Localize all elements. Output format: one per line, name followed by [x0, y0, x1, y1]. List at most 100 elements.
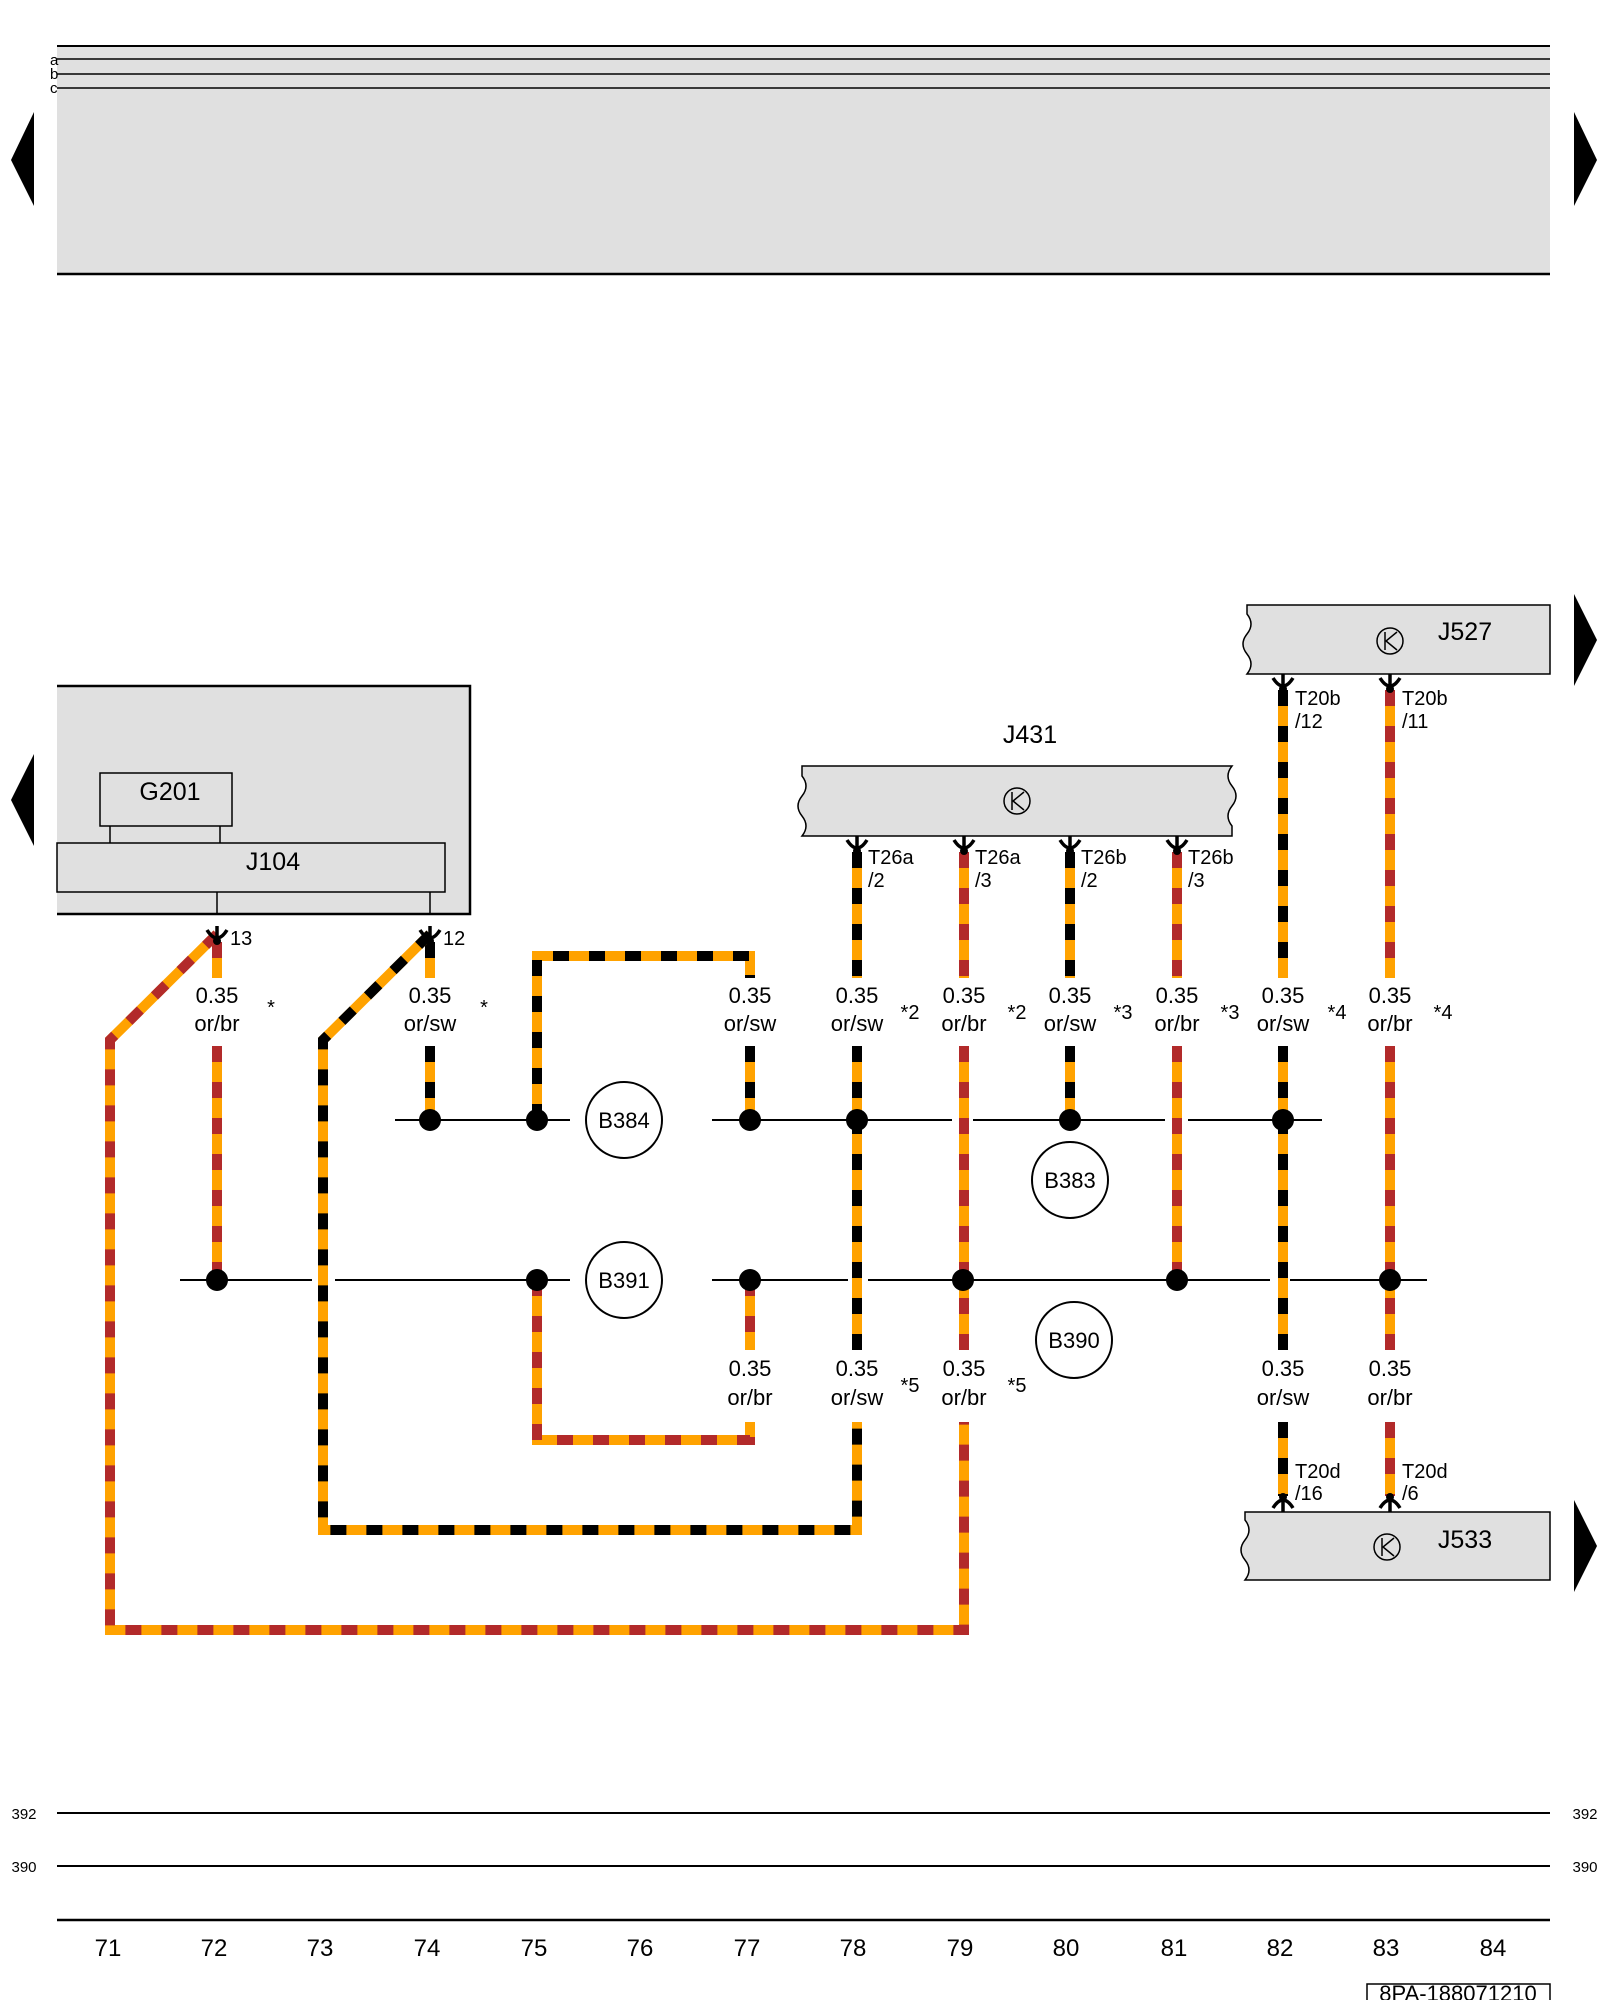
component-next-arrow-icon[interactable]	[1574, 1500, 1597, 1592]
connector-t26a-2	[845, 834, 869, 857]
footnote-marker: *	[480, 997, 488, 1019]
connector-label: T26b	[1081, 847, 1127, 869]
wire-size-label: 0.35	[943, 1356, 986, 1381]
wire-size-label: 0.35	[836, 1356, 879, 1381]
connector-t26b-3	[1165, 834, 1189, 857]
wire-color-label: or/br	[727, 1385, 772, 1410]
connector-t26a-3	[952, 834, 976, 857]
wire-size-label: 0.35	[943, 983, 986, 1008]
grid-number: 75	[521, 1935, 548, 1962]
wire-size-label: 0.35	[729, 1356, 772, 1381]
component-j104-housing[interactable]: G201 J104	[56, 684, 472, 916]
wire-color-label: or/sw	[724, 1011, 777, 1036]
component-j533-label: J533	[1438, 1526, 1492, 1554]
footnote-marker: *2	[1008, 1002, 1027, 1024]
component-prev-arrow-icon[interactable]	[11, 754, 34, 846]
connector-label: T20d	[1402, 1461, 1448, 1483]
junction-dot	[846, 1109, 868, 1131]
ground-reference-lines: 392 390 392 390	[11, 1806, 1597, 1876]
wire-size-label: 0.35	[196, 983, 239, 1008]
junction-dot	[1379, 1269, 1401, 1291]
wire-color-label: or/sw	[1257, 1011, 1310, 1036]
junction-dot	[206, 1269, 228, 1291]
footnote-marker: *3	[1114, 1002, 1133, 1024]
pin-label: 12	[443, 928, 465, 950]
wire-color-label: or/br	[941, 1011, 986, 1036]
pin-label: /3	[1188, 870, 1205, 892]
wire-color-label: or/br	[1367, 1011, 1412, 1036]
connector-t26b-2	[1058, 834, 1082, 857]
connector-t20d-16	[1271, 1491, 1295, 1514]
wire-color-label: or/br	[1154, 1011, 1199, 1036]
grid-ruler: 71 72 73 74 75 76 77 78 79 80 81 82 83 8…	[57, 1918, 1550, 1962]
ground-ref-label: 392	[11, 1806, 36, 1823]
component-next-arrow-icon[interactable]	[1574, 594, 1597, 686]
wire-labels-lower: 0.35 or/br 0.35 or/sw *5 0.35 or/br *5 0…	[727, 1356, 1412, 1410]
grid-number: 71	[95, 1935, 122, 1962]
connector-label: T20b	[1402, 688, 1448, 710]
pin-label: /3	[975, 870, 992, 892]
junction-dot	[526, 1269, 548, 1291]
wire-labels-upper: 0.35 or/br * 0.35 or/sw * 0.35 or/sw 0.3…	[194, 983, 1452, 1036]
component-j431-housing[interactable]: J431	[797, 721, 1237, 837]
grid-number: 76	[627, 1935, 654, 1962]
wire-color-label: or/sw	[831, 1011, 884, 1036]
wire-color-label: or/br	[194, 1011, 239, 1036]
pin-label: /12	[1295, 711, 1323, 733]
grid-number: 78	[840, 1935, 867, 1962]
splice-b390-label: B390	[1048, 1328, 1099, 1353]
ground-ref-label: 392	[1572, 1806, 1597, 1823]
wire-color-label: or/sw	[1044, 1011, 1097, 1036]
splice-b384-label: B384	[598, 1108, 649, 1133]
page-prev-arrow-icon[interactable]	[11, 112, 34, 206]
wire-color-label: or/br	[941, 1385, 986, 1410]
header-band: a b c	[50, 45, 1550, 276]
connector-label: T20d	[1295, 1461, 1341, 1483]
component-j104-label: J104	[246, 848, 300, 876]
grid-number: 73	[307, 1935, 334, 1962]
connector-label: T26b	[1188, 847, 1234, 869]
component-j527-label: J527	[1438, 618, 1492, 646]
wire-size-label: 0.35	[836, 983, 879, 1008]
splice-b391[interactable]: B391	[585, 1241, 663, 1319]
junction-dot	[739, 1109, 761, 1131]
wire-size-label: 0.35	[1369, 1356, 1412, 1381]
grid-number: 79	[947, 1935, 974, 1962]
pin-label: /11	[1402, 711, 1428, 733]
junction-dot	[1059, 1109, 1081, 1131]
footnote-marker: *4	[1434, 1002, 1453, 1024]
junction-dot	[739, 1269, 761, 1291]
connector-label: T20b	[1295, 688, 1341, 710]
footnote-marker: *5	[901, 1375, 920, 1397]
document-id-box: 8PA-188071210	[1366, 1981, 1551, 2000]
wire-stripe	[532, 951, 755, 1120]
splice-b390[interactable]: B390	[1035, 1301, 1113, 1379]
wire-color-label: or/sw	[831, 1385, 884, 1410]
connector-label: T26a	[975, 847, 1021, 869]
page-next-arrow-icon[interactable]	[1574, 112, 1597, 206]
pin-label: /2	[868, 870, 885, 892]
footnote-marker: *2	[901, 1002, 920, 1024]
junction-dot	[952, 1269, 974, 1291]
footnote-marker: *4	[1328, 1002, 1347, 1024]
row-label-c: c	[50, 80, 58, 97]
footnote-marker: *	[267, 997, 275, 1019]
wire-segment	[318, 930, 862, 1535]
connector-t20b-12	[1271, 672, 1295, 695]
component-j527-housing[interactable]: J527	[1242, 604, 1551, 675]
junction-dot	[419, 1109, 441, 1131]
wire-stripe	[105, 930, 969, 1635]
grid-number: 80	[1053, 1935, 1080, 1962]
pin-label: /6	[1402, 1483, 1419, 1505]
grid-number: 81	[1161, 1935, 1188, 1962]
splice-b384[interactable]: B384	[585, 1081, 663, 1159]
control-unit-icon	[1373, 1533, 1401, 1561]
splice-b383[interactable]: B383	[1031, 1141, 1109, 1219]
connector-t20d-6	[1378, 1491, 1402, 1514]
ground-ref-label: 390	[1572, 1859, 1597, 1876]
component-j533-housing[interactable]: J533	[1240, 1511, 1551, 1581]
pin-label: /16	[1295, 1483, 1323, 1505]
pin-label: 13	[230, 928, 252, 950]
wire-color-label: or/br	[1367, 1385, 1412, 1410]
wire-color-label: or/sw	[404, 1011, 457, 1036]
